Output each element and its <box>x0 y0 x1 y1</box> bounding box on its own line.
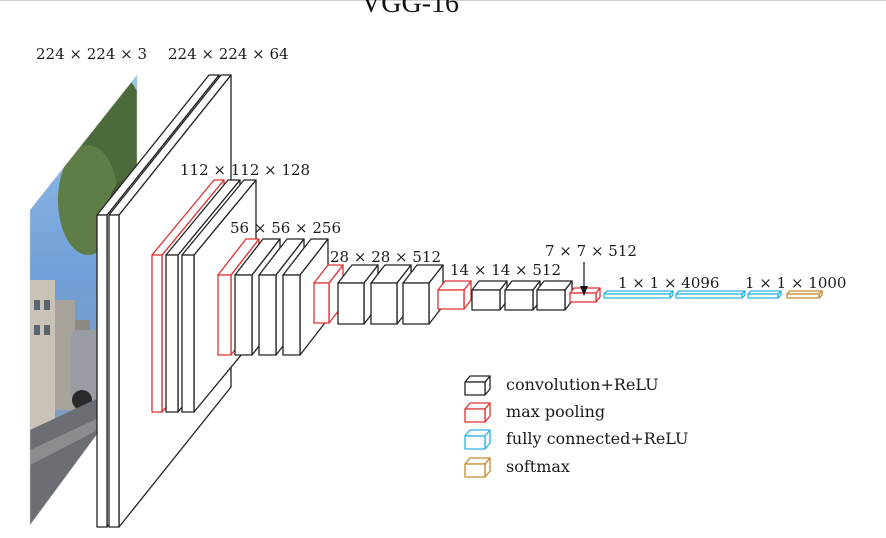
conv4-block-3 <box>402 264 444 325</box>
pool5-block <box>569 287 601 303</box>
fc-block-3 <box>747 290 782 299</box>
label-conv1-dims: 224 × 224 × 64 <box>168 45 289 63</box>
pool5-pointer-arrow <box>580 262 588 296</box>
top-border <box>0 0 886 1</box>
diagram-title: VGG-16 <box>361 0 459 19</box>
legend-label-softmax: softmax <box>506 457 570 476</box>
label-conv4-dims: 28 × 28 × 512 <box>330 248 441 266</box>
legend: convolution+ReLU max pooling fully conne… <box>464 375 689 478</box>
conv5-block-3 <box>536 280 573 311</box>
legend-icon-pool <box>464 402 491 423</box>
legend-icon-conv <box>464 375 491 396</box>
conv5-block-2 <box>504 280 541 311</box>
fc-block-2 <box>675 290 746 299</box>
label-softmax-dims: 1 × 1 × 1000 <box>745 274 846 292</box>
conv5-block-1 <box>471 280 508 311</box>
legend-label-fc: fully connected+ReLU <box>506 429 689 448</box>
label-input-dims: 224 × 224 × 3 <box>36 45 147 63</box>
legend-label-pool: max pooling <box>506 402 605 421</box>
label-fc-dims: 1 × 1 × 4096 <box>618 274 719 292</box>
legend-label-conv: convolution+ReLU <box>506 375 659 394</box>
softmax-block <box>786 290 823 299</box>
label-conv5-dims: 14 × 14 × 512 <box>450 261 561 279</box>
legend-icon-softmax <box>464 457 491 478</box>
label-conv2-dims: 112 × 112 × 128 <box>180 161 310 179</box>
fc-block-1 <box>603 290 674 299</box>
label-pool5-dims: 7 × 7 × 512 <box>545 242 637 260</box>
pool4-block <box>437 280 472 310</box>
legend-icon-fc <box>464 429 491 450</box>
label-conv3-dims: 56 × 56 × 256 <box>230 219 341 237</box>
